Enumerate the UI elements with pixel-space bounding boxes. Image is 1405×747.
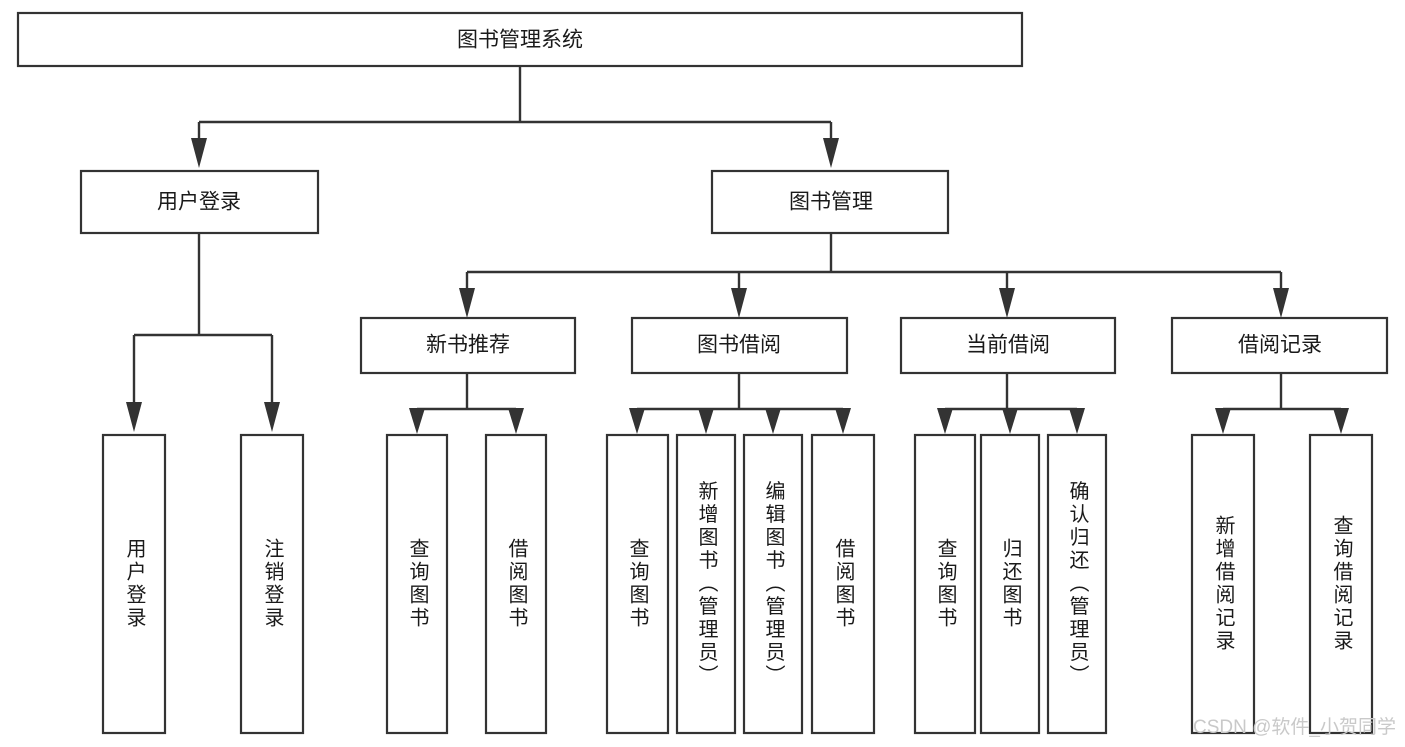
node-book-manage-label: 图书管理 xyxy=(789,191,873,214)
node-leaf-logout-label: 注销登录 xyxy=(261,538,284,630)
node-root-label: 图书管理系统 xyxy=(457,29,583,52)
node-leaf-add-record-label: 新增借阅记录 xyxy=(1212,515,1235,653)
arrow-leaf-add-record xyxy=(1215,408,1231,434)
node-leaf-query-book-1-box[interactable] xyxy=(385,433,449,735)
node-user-login-label: 用户登录 xyxy=(157,191,241,214)
node-leaf-add-record[interactable]: 新增借阅记录 xyxy=(1190,433,1256,735)
arrow-leaf-return-book xyxy=(1002,408,1018,434)
node-borrow-record[interactable]: 借阅记录 xyxy=(1170,316,1389,375)
arrow-leaf-query-book-2 xyxy=(629,408,645,434)
csdn-watermark: CSDN @软件_小贺同学 xyxy=(1193,716,1396,738)
node-leaf-query-book-2[interactable]: 查询图书 xyxy=(605,433,670,735)
node-root-box[interactable] xyxy=(16,11,1024,68)
node-leaf-query-book-1[interactable]: 查询图书 xyxy=(385,433,449,735)
node-leaf-query-record-label: 查询借阅记录 xyxy=(1330,515,1353,653)
node-leaf-borrow-book-2-label: 借阅图书 xyxy=(832,538,855,630)
node-leaf-return-book-box[interactable] xyxy=(979,433,1041,735)
arrow-leaf-query-record xyxy=(1333,408,1349,434)
node-borrow-record-box[interactable] xyxy=(1170,316,1389,375)
node-book-borrow-label: 图书借阅 xyxy=(697,334,781,357)
arrow-leaf-logout xyxy=(264,402,280,432)
node-borrow-record-label: 借阅记录 xyxy=(1238,334,1322,357)
node-leaf-borrow-book-1[interactable]: 借阅图书 xyxy=(484,433,548,735)
node-leaf-add-book[interactable]: 新增图书（管理员） xyxy=(675,433,737,735)
node-current-borrow-box[interactable] xyxy=(899,316,1117,375)
arrow-book-borrow xyxy=(731,288,747,318)
arrow-current-borrow xyxy=(999,288,1015,318)
node-leaf-edit-book[interactable]: 编辑图书（管理员） xyxy=(742,433,804,735)
node-leaf-query-book-3-label: 查询图书 xyxy=(934,538,957,630)
node-leaf-confirm-return-label: 确认归还（管理员） xyxy=(1066,480,1089,687)
node-leaf-query-book-1-label: 查询图书 xyxy=(406,538,429,630)
node-leaf-return-book-label: 归还图书 xyxy=(999,538,1022,630)
node-leaf-return-book[interactable]: 归还图书 xyxy=(979,433,1041,735)
arrow-leaf-query-book-1 xyxy=(409,408,425,434)
connector-layer xyxy=(126,66,1349,434)
node-leaf-user-login-label: 用户登录 xyxy=(123,538,146,630)
node-user-login[interactable]: 用户登录 xyxy=(79,169,320,235)
node-new-book-rec-label: 新书推荐 xyxy=(426,334,510,357)
node-leaf-logout-box[interactable] xyxy=(239,433,305,735)
node-leaf-user-login-box[interactable] xyxy=(101,433,167,735)
node-new-book-rec[interactable]: 新书推荐 xyxy=(359,316,577,375)
arrow-borrow-record xyxy=(1273,288,1289,318)
node-leaf-add-book-box[interactable] xyxy=(675,433,737,735)
node-leaf-user-login[interactable]: 用户登录 xyxy=(101,433,167,735)
node-leaf-borrow-book-1-box[interactable] xyxy=(484,433,548,735)
node-current-borrow[interactable]: 当前借阅 xyxy=(899,316,1117,375)
node-leaf-query-book-2-label: 查询图书 xyxy=(626,538,649,630)
arrow-leaf-query-book-3 xyxy=(937,408,953,434)
node-leaf-edit-book-label: 编辑图书（管理员） xyxy=(762,480,785,687)
node-leaf-borrow-book-1-label: 借阅图书 xyxy=(505,538,528,630)
arrow-leaf-confirm-return xyxy=(1069,408,1085,434)
node-leaf-query-record-box[interactable] xyxy=(1308,433,1374,735)
node-book-borrow[interactable]: 图书借阅 xyxy=(630,316,849,375)
arrow-leaf-user-login xyxy=(126,402,142,432)
node-leaf-borrow-book-2-box[interactable] xyxy=(810,433,876,735)
node-new-book-rec-box[interactable] xyxy=(359,316,577,375)
arrow-user-login xyxy=(191,138,207,168)
arrow-leaf-add-book xyxy=(698,408,714,434)
node-leaf-borrow-book-2[interactable]: 借阅图书 xyxy=(810,433,876,735)
node-leaf-add-book-label: 新增图书（管理员） xyxy=(695,480,718,687)
node-leaf-confirm-return-box[interactable] xyxy=(1046,433,1108,735)
arrow-leaf-borrow-book-1 xyxy=(508,408,524,434)
node-leaf-add-record-box[interactable] xyxy=(1190,433,1256,735)
node-current-borrow-label: 当前借阅 xyxy=(966,334,1050,357)
node-root[interactable]: 图书管理系统 xyxy=(16,11,1024,68)
node-book-manage-box[interactable] xyxy=(710,169,950,235)
arrow-leaf-edit-book xyxy=(765,408,781,434)
node-leaf-confirm-return[interactable]: 确认归还（管理员） xyxy=(1046,433,1108,735)
node-book-borrow-box[interactable] xyxy=(630,316,849,375)
arrow-new-book-rec xyxy=(459,288,475,318)
arrow-book-manage xyxy=(823,138,839,168)
node-leaf-edit-book-box[interactable] xyxy=(742,433,804,735)
node-leaf-query-book-3[interactable]: 查询图书 xyxy=(913,433,977,735)
node-leaf-query-record[interactable]: 查询借阅记录 xyxy=(1308,433,1374,735)
node-leaf-logout[interactable]: 注销登录 xyxy=(239,433,305,735)
node-book-manage[interactable]: 图书管理 xyxy=(710,169,950,235)
node-leaf-query-book-2-box[interactable] xyxy=(605,433,670,735)
node-user-login-box[interactable] xyxy=(79,169,320,235)
node-leaf-query-book-3-box[interactable] xyxy=(913,433,977,735)
arrow-leaf-borrow-book-2 xyxy=(835,408,851,434)
